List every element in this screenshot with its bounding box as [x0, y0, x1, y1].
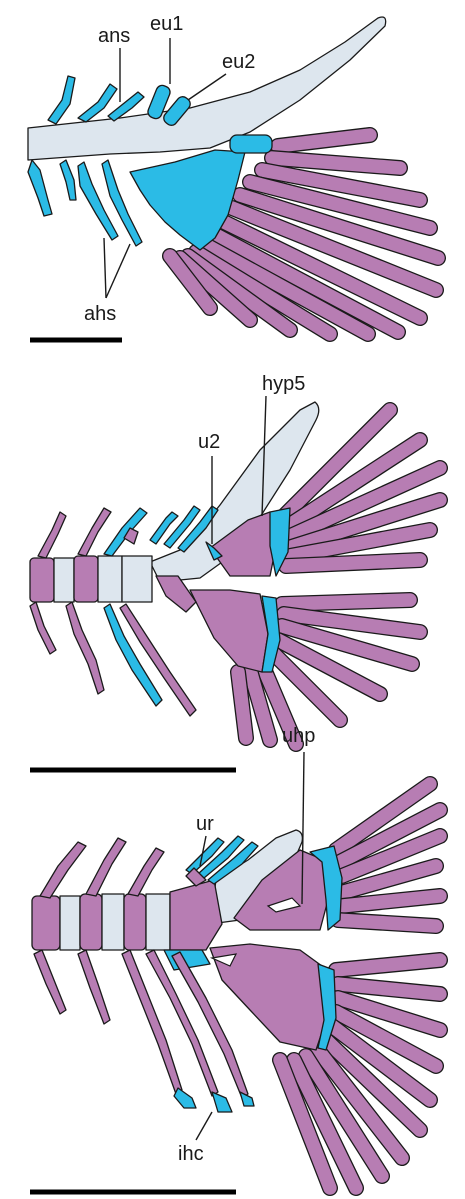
middle-haemal-1	[30, 602, 56, 654]
top-fin-ray	[272, 158, 400, 168]
bottom-ihc-cartilage-2	[212, 1092, 232, 1112]
bottom-neural-3	[128, 848, 164, 896]
bottom-fin-ray	[342, 896, 440, 906]
leader-ahs-2	[106, 244, 130, 298]
leader-eu2	[188, 74, 226, 100]
label-ur: ur	[196, 813, 214, 835]
middle-centrum-3	[74, 556, 98, 602]
middle-neural-3	[104, 508, 147, 556]
bottom-fin-ray	[336, 960, 440, 970]
top-haemal-spine-1	[28, 160, 52, 216]
middle-parhypural	[156, 576, 196, 612]
panel-bottom: ur uhp ihc	[30, 725, 440, 1192]
middle-neural-1	[38, 512, 66, 558]
bottom-fin-ray	[338, 920, 436, 926]
bottom-centrum-6	[146, 894, 170, 950]
middle-fin-ray	[282, 600, 410, 604]
middle-neural-2	[78, 508, 111, 556]
label-ans: ans	[98, 25, 130, 47]
bottom-centrum-3	[80, 894, 102, 950]
label-u2: u2	[198, 431, 220, 453]
middle-centrum-2	[54, 558, 74, 602]
label-eu1: eu1	[150, 13, 183, 35]
label-uhp: uhp	[282, 725, 315, 747]
label-eu2: eu2	[222, 51, 255, 73]
middle-centrum-4	[98, 556, 122, 602]
top-eu-plate	[230, 135, 272, 153]
bottom-haemal-1	[34, 950, 66, 1014]
middle-lower-hypural	[190, 590, 268, 672]
bottom-ihc-cartilage	[174, 1088, 196, 1108]
bottom-centrum-5	[124, 894, 146, 950]
bottom-terminal-centrum	[170, 880, 222, 950]
middle-fin-ray	[286, 560, 420, 566]
leader-ahs-1	[104, 238, 106, 298]
bottom-neural-1	[40, 842, 86, 898]
bottom-haemal-3	[122, 950, 182, 1094]
bottom-fin-ray	[338, 984, 440, 994]
panel-top: ans eu1 eu2 ahs	[28, 13, 438, 340]
bottom-haemal-2	[78, 950, 110, 1024]
top-haemal-spine-2	[60, 160, 76, 200]
middle-centrum-1	[30, 558, 54, 602]
bottom-centrum-4	[102, 894, 124, 950]
top-fin-ray	[278, 135, 370, 146]
middle-fin-ray	[238, 672, 246, 738]
top-neural-spine-1	[48, 76, 75, 124]
middle-haemal-2	[66, 602, 104, 694]
leader-ihc	[196, 1112, 212, 1140]
label-ahs: ahs	[84, 303, 116, 325]
bottom-centrum-2	[60, 896, 80, 950]
bottom-centrum-1	[32, 896, 60, 950]
label-hyp5: hyp5	[262, 373, 305, 395]
label-ihc: ihc	[178, 1143, 204, 1165]
middle-centrum-5	[122, 556, 152, 602]
bottom-neural-2	[86, 838, 126, 896]
panel-middle: hyp5 u2	[30, 373, 440, 770]
